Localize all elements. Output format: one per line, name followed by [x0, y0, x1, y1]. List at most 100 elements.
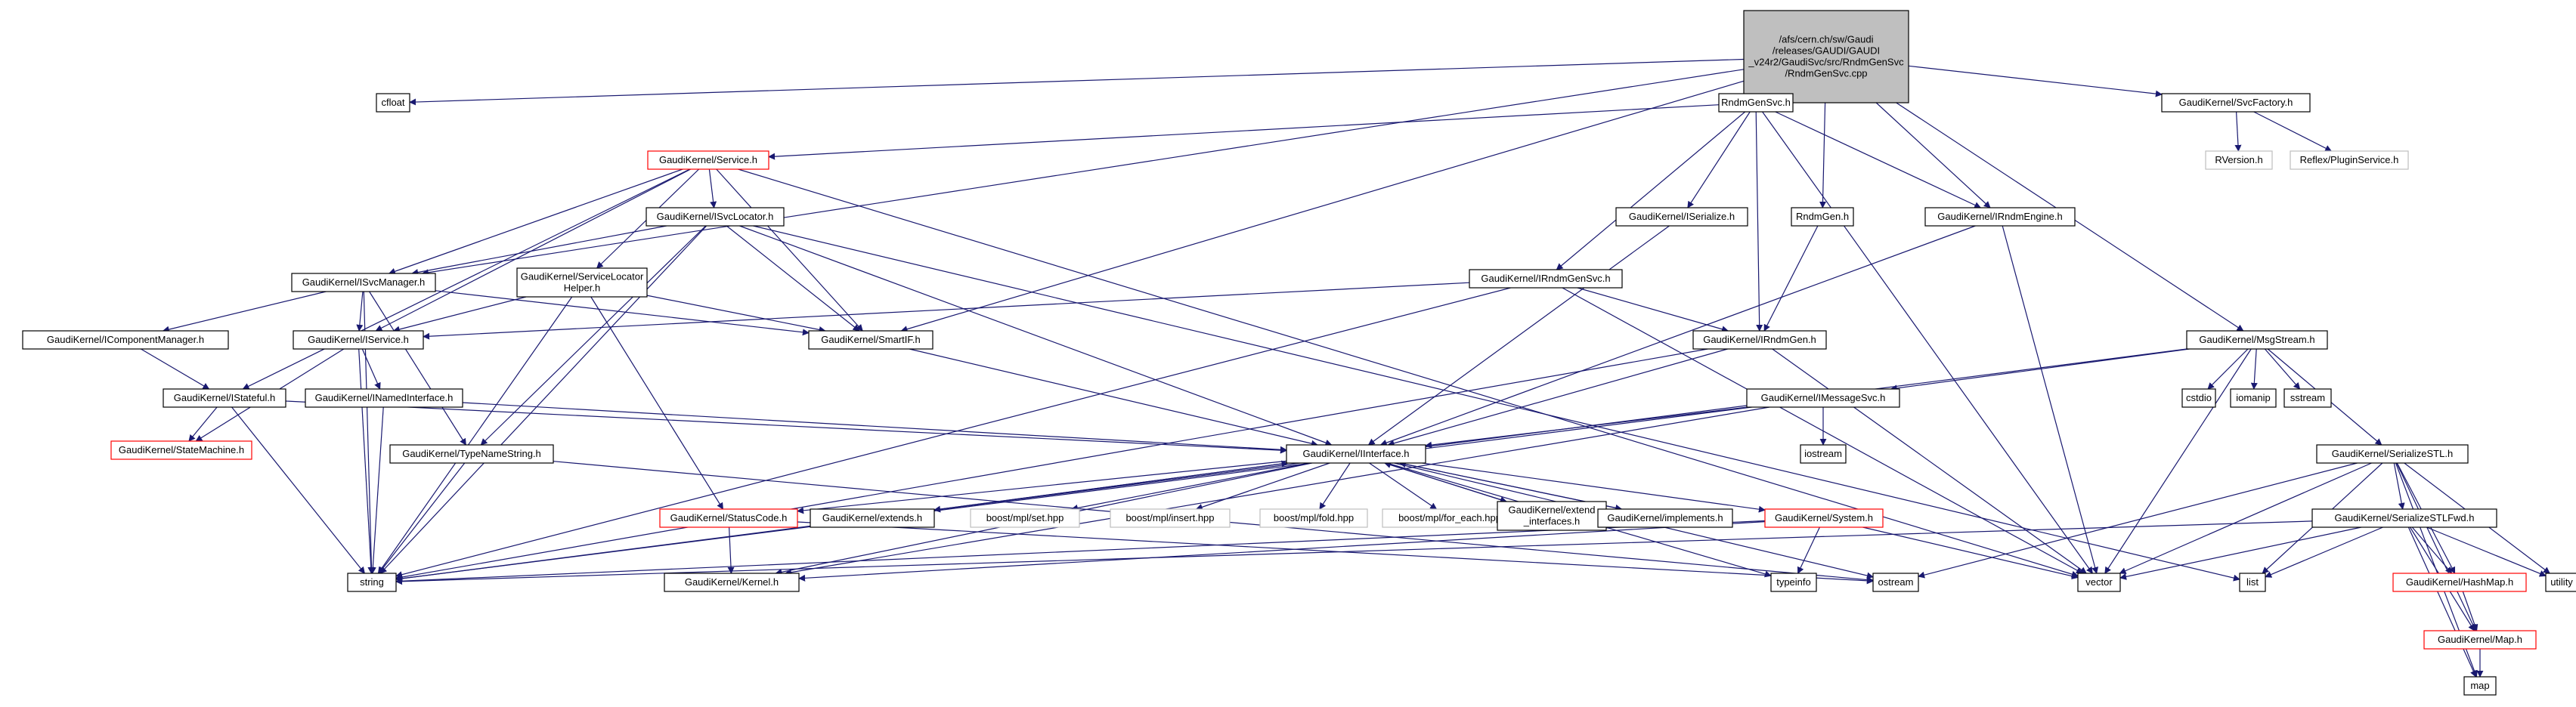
node-irndmgen[interactable]: GaudiKernel/IRndmGen.h	[1692, 330, 1827, 350]
node-iserialize[interactable]: GaudiKernel/ISerialize.h	[1615, 207, 1748, 227]
node-vector[interactable]: vector	[2077, 573, 2121, 592]
node-map_h[interactable]: GaudiKernel/Map.h	[2423, 630, 2537, 650]
node-isvclocator[interactable]: GaudiKernel/ISvcLocator.h	[646, 207, 785, 227]
node-irndmgensvc[interactable]: GaudiKernel/IRndmGenSvc.h	[1469, 269, 1623, 289]
node-label: GaudiKernel/StateMachine.h	[119, 444, 244, 455]
node-label: GaudiKernel/IService.h	[308, 334, 409, 345]
node-label: cstdio	[2186, 392, 2212, 403]
edge-irndmgensvc-to-irndmgen	[1577, 287, 1729, 333]
node-msgstream[interactable]: GaudiKernel/MsgStream.h	[2186, 330, 2328, 350]
node-box	[970, 508, 1080, 528]
node-box	[347, 573, 397, 592]
edge-isvclocator-to-iinterface	[739, 225, 1333, 446]
edge-serializestlfwd-to-vector	[2119, 526, 2362, 580]
node-box	[291, 273, 436, 292]
node-label: cfloat	[381, 97, 404, 108]
node-typeinfo[interactable]: typeinfo	[1770, 573, 1817, 592]
node-hashmap[interactable]: GaudiKernel/HashMap.h	[2392, 573, 2527, 592]
edge-serializestl-to-ostream	[1918, 462, 2358, 579]
node-iostream[interactable]: iostream	[1800, 444, 1847, 464]
node-serializestlfwd[interactable]: GaudiKernel/SerializeSTLFwd.h	[2311, 508, 2497, 528]
node-iomanip[interactable]: iomanip	[2230, 388, 2277, 408]
node-rndmgensvc_h[interactable]: RndmGenSvc.h	[1718, 93, 1794, 113]
node-isvcmanager[interactable]: GaudiKernel/ISvcManager.h	[291, 273, 436, 292]
node-icomponentmanager[interactable]: GaudiKernel/IComponentManager.h	[22, 330, 229, 350]
node-box	[1924, 207, 2076, 227]
node-label: list	[2246, 576, 2259, 588]
node-svcfactory[interactable]: GaudiKernel/SvcFactory.h	[2161, 93, 2311, 113]
edge-servicelocatorhelper-to-iservice	[392, 296, 527, 333]
node-label: GaudiKernel/IRndmEngine.h	[1937, 211, 2063, 222]
edge-serializestl-to-vector	[2119, 462, 2372, 574]
node-cstdio[interactable]: cstdio	[2181, 388, 2216, 408]
node-label: boost/mpl/insert.hpp	[1125, 512, 1214, 523]
node-service[interactable]: GaudiKernel/Service.h	[647, 150, 769, 170]
node-extend_interfaces[interactable]: GaudiKernel/extend_interfaces.h	[1497, 501, 1607, 531]
edge-typenamestring-to-string	[378, 462, 466, 574]
node-system[interactable]: GaudiKernel/System.h	[1764, 508, 1884, 528]
node-box	[2311, 508, 2497, 528]
node-ostream[interactable]: ostream	[1872, 573, 1919, 592]
node-irndmengine[interactable]: GaudiKernel/IRndmEngine.h	[1924, 207, 2076, 227]
node-rversion: RVersion.h	[2205, 150, 2273, 170]
edge-iserialize-to-iinterface	[1367, 225, 1670, 446]
node-smartif[interactable]: GaudiKernel/SmartIF.h	[808, 330, 933, 350]
node-label: GaudiKernel/IRndmGen.h	[1703, 334, 1816, 345]
node-cfloat[interactable]: cfloat	[376, 93, 410, 113]
edge-root-to-svcfactory	[1908, 65, 2163, 97]
edge-msgstream-to-imessagesvc	[1890, 348, 2190, 392]
node-box	[1692, 330, 1827, 350]
node-box	[2230, 388, 2277, 408]
node-typenamestring[interactable]: GaudiKernel/TypeNameString.h	[389, 444, 554, 464]
node-utility[interactable]: utility	[2545, 573, 2576, 592]
edge-rndmgensvc_h-to-iserialize	[1687, 111, 1751, 208]
node-box	[1497, 501, 1607, 531]
node-iinterface[interactable]: GaudiKernel/IInterface.h	[1286, 444, 1426, 464]
edge-icomponentmanager-to-istateful	[141, 348, 210, 390]
node-list[interactable]: list	[2239, 573, 2266, 592]
node-implements[interactable]: GaudiKernel/implements.h	[1597, 508, 1733, 528]
node-label: GaudiKernel/implements.h	[1607, 512, 1723, 523]
edge-rndmgen_h-to-irndmgen	[1763, 225, 1819, 332]
node-map[interactable]: map	[2463, 676, 2497, 696]
node-rndmgen_h[interactable]: RndmGen.h	[1791, 207, 1854, 227]
node-box	[2077, 573, 2121, 592]
node-istateful[interactable]: GaudiKernel/IStateful.h	[163, 388, 286, 408]
edge-serializestlfwd-to-hashmap	[2411, 526, 2453, 574]
node-string[interactable]: string	[347, 573, 397, 592]
node-statuscode[interactable]: GaudiKernel/StatusCode.h	[659, 508, 798, 528]
node-box	[2205, 150, 2273, 170]
node-extends[interactable]: GaudiKernel/extends.h	[810, 508, 935, 528]
edge-isvcmanager-to-smartif	[435, 290, 810, 336]
node-box	[1746, 388, 1900, 408]
edge-isvcmanager-to-typenamestring	[369, 291, 466, 446]
node-imessagesvc[interactable]: GaudiKernel/IMessageSvc.h	[1746, 388, 1900, 408]
edge-serializestl-to-map_h	[2396, 462, 2476, 631]
node-box	[1791, 207, 1854, 227]
edge-isvcmanager-to-iservice	[356, 291, 364, 332]
node-label: vector	[2085, 576, 2113, 588]
edge-service-to-isvcmanager	[388, 168, 683, 275]
node-box	[2545, 573, 2576, 592]
node-label: map	[2470, 680, 2489, 691]
edge-msgstream-to-vector	[2104, 348, 2252, 574]
node-inamedinterface[interactable]: GaudiKernel/INamedInterface.h	[305, 388, 463, 408]
edge-inamedinterface-to-iinterface	[462, 402, 1287, 453]
node-sstream[interactable]: sstream	[2283, 388, 2332, 408]
node-iservice[interactable]: GaudiKernel/IService.h	[293, 330, 424, 350]
node-serializestl[interactable]: GaudiKernel/SerializeSTL.h	[2316, 444, 2469, 464]
edge-msgstream-to-iomanip	[2250, 348, 2258, 390]
node-kernel[interactable]: GaudiKernel/Kernel.h	[664, 573, 800, 592]
edge-rndmgensvc_h-to-vector	[1762, 111, 2093, 574]
node-label: GaudiKernel/MsgStream.h	[2199, 334, 2314, 345]
node-box	[664, 573, 800, 592]
edge-istateful-to-string	[231, 406, 365, 574]
node-label: GaudiKernel/ISvcManager.h	[302, 276, 426, 288]
node-statemachine[interactable]: GaudiKernel/StateMachine.h	[110, 440, 252, 460]
edge-irndmgen-to-iinterface	[1387, 348, 1728, 447]
node-label: ostream	[1878, 576, 1914, 588]
node-label: GaudiKernel/TypeNameString.h	[402, 448, 541, 459]
edge-servicelocatorhelper-to-statuscode	[590, 296, 724, 510]
node-label: /releases/GAUDI/GAUDI	[1773, 45, 1880, 57]
